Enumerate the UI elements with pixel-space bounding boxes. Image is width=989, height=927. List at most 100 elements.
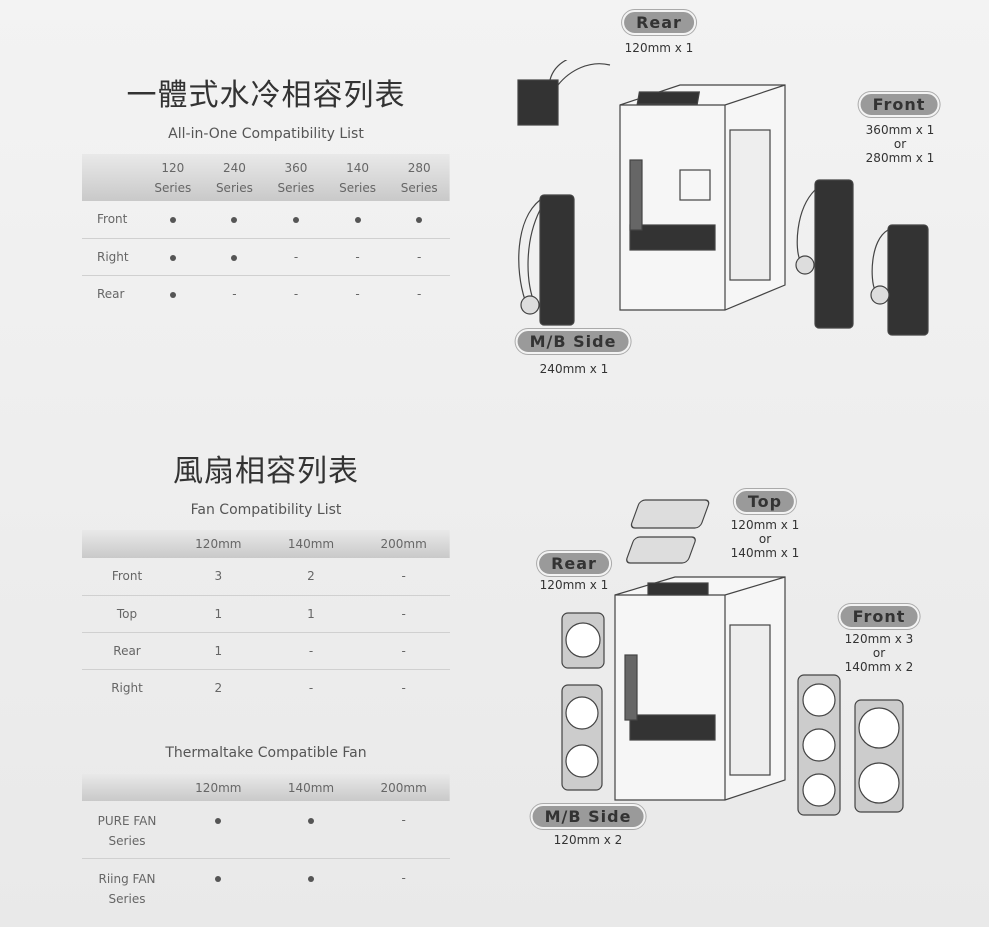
fan-subtitle: Fan Compatibility List <box>190 502 342 518</box>
rear-spec: 120mm x 1 <box>624 41 694 55</box>
table-row: Front <box>82 201 450 239</box>
row-label: Front <box>82 558 172 596</box>
case-icon <box>619 84 786 311</box>
table-row: Rear - - - - <box>82 275 450 312</box>
cell-supported <box>142 238 204 276</box>
row-label: Right <box>82 238 142 276</box>
tt-subtitle: Thermaltake Compatible Fan <box>165 745 367 761</box>
mb-side-label: M/B Side <box>515 329 631 354</box>
cell-supported <box>265 858 358 915</box>
dot-icon <box>169 291 176 298</box>
table-row: Right--- <box>82 238 450 276</box>
rear-fan-label: Rear <box>537 551 611 576</box>
dot-icon <box>215 875 222 882</box>
top-label: Top <box>733 489 797 514</box>
mb-side-spec: 240mm x 1 <box>539 362 609 376</box>
aio-title: 一體式水冷相容列表 <box>126 78 406 113</box>
cell-value: - <box>232 286 237 301</box>
cell-value: - <box>265 238 327 276</box>
cell-value: - <box>357 595 450 633</box>
dot-icon <box>307 818 314 824</box>
mb-fan-label: M/B Side <box>530 804 646 829</box>
tt-col-header: 140mm <box>287 780 335 795</box>
cell-supported <box>388 201 450 239</box>
cell-supported <box>326 201 389 239</box>
cell-value: 2 <box>264 558 358 596</box>
fan-col-header: 140mm <box>287 537 335 551</box>
mb-fan-spec: 120mm x 2 <box>553 833 623 847</box>
rear-fan-spec: 120mm x 1 <box>539 578 609 592</box>
cell-value: - <box>357 632 450 670</box>
cell-supported <box>172 858 265 915</box>
radiator-rear-icon <box>517 60 611 126</box>
cell-value: - <box>401 680 406 695</box>
dot-icon <box>354 217 361 224</box>
cell-supported <box>265 201 327 239</box>
dot-icon <box>169 217 176 224</box>
rear-fan-icon <box>561 612 605 669</box>
radiator-mb-icon <box>518 194 575 326</box>
cell-value: - <box>308 680 314 695</box>
mb-fan-icon <box>561 684 603 791</box>
front-fan-label: Front <box>838 604 920 629</box>
cell-supported <box>142 201 204 239</box>
cell-value: 1 <box>172 595 265 633</box>
cell-supported <box>203 238 266 276</box>
cell-value: - <box>417 286 422 301</box>
fan-col-header: 120mm <box>195 537 242 551</box>
cell-supported <box>142 275 204 312</box>
cell-value: - <box>357 801 450 859</box>
cell-value: - <box>293 286 299 301</box>
aio-case-diagram <box>517 60 929 336</box>
fan-case-diagram <box>561 499 904 816</box>
aio-subtitle: All-in-One Compatibility List <box>168 126 364 142</box>
dot-icon <box>307 875 314 882</box>
dot-icon <box>231 254 238 261</box>
front-label: Front <box>858 92 940 117</box>
dot-icon <box>416 217 423 224</box>
front-fan-icon <box>797 674 904 816</box>
case-icon <box>614 576 786 801</box>
dot-icon <box>292 217 299 224</box>
cell-supported <box>264 801 358 859</box>
cell-value: - <box>264 632 358 670</box>
top-fan-icon <box>626 499 710 564</box>
cell-supported <box>203 201 266 239</box>
fan-title: 風扇相容列表 <box>173 454 359 489</box>
cell-supported <box>172 801 265 859</box>
dot-icon <box>231 217 238 224</box>
cell-value: - <box>355 286 360 301</box>
radiator-front-icon <box>795 179 929 336</box>
cell-value: - <box>326 238 389 276</box>
dot-icon <box>169 254 176 261</box>
row-label: Top <box>82 595 172 633</box>
tt-col-header: 120mm <box>195 780 242 795</box>
row-label: Rear <box>97 286 125 301</box>
cell-value: - <box>388 238 450 276</box>
tt-col-header: 200mm <box>380 780 427 795</box>
cell-value: 3 <box>172 558 265 596</box>
cell-value: 1 <box>264 595 358 633</box>
cell-value: - <box>401 870 406 885</box>
cell-value: - <box>357 558 450 596</box>
row-label: Right <box>111 680 143 695</box>
cell-value: 1 <box>172 632 265 670</box>
